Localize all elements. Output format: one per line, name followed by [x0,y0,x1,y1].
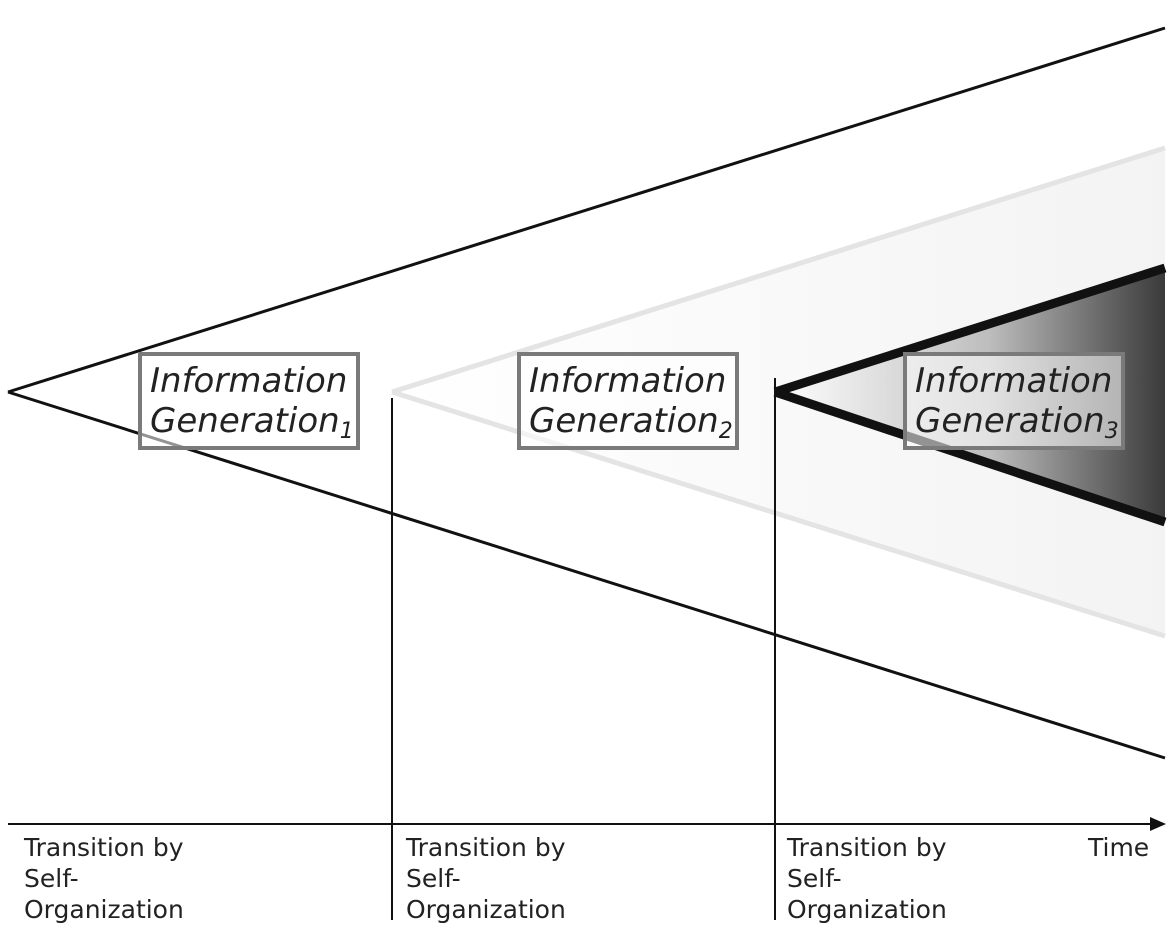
generation-1-lower-edge [7,390,1166,760]
information-generation-2-box: Information Generation2 [517,352,739,450]
information-generation-3-box: Information Generation3 [903,352,1125,450]
generation-3-subtitle: Generation3 [915,401,1119,444]
generation-1-subtitle: Generation1 [150,401,354,444]
generation-2-upper-edge [391,145,1166,395]
generation-3-upper-edge [773,263,1167,397]
generation-1-title: Information [150,361,348,401]
time-axis-arrowhead [1150,817,1166,831]
generation-2-subtitle: Generation2 [529,401,733,444]
generation-3-index: 3 [1104,419,1119,444]
generation-3-lower-edge [773,387,1167,527]
generation-2-index: 2 [718,419,733,444]
transition-label-3: Transition by Self- Organization [787,833,947,924]
generation-3-title: Information [915,361,1113,401]
transition-label-2: Transition by Self- Organization [406,833,566,924]
information-generation-1-box: Information Generation1 [138,352,360,450]
generation-1-upper-edge [7,26,1166,394]
time-axis-label: Time [1088,833,1150,862]
transition-label-1: Transition by Self- Organization [24,833,184,924]
generation-1-index: 1 [339,419,354,444]
generation-2-title: Information [529,361,727,401]
